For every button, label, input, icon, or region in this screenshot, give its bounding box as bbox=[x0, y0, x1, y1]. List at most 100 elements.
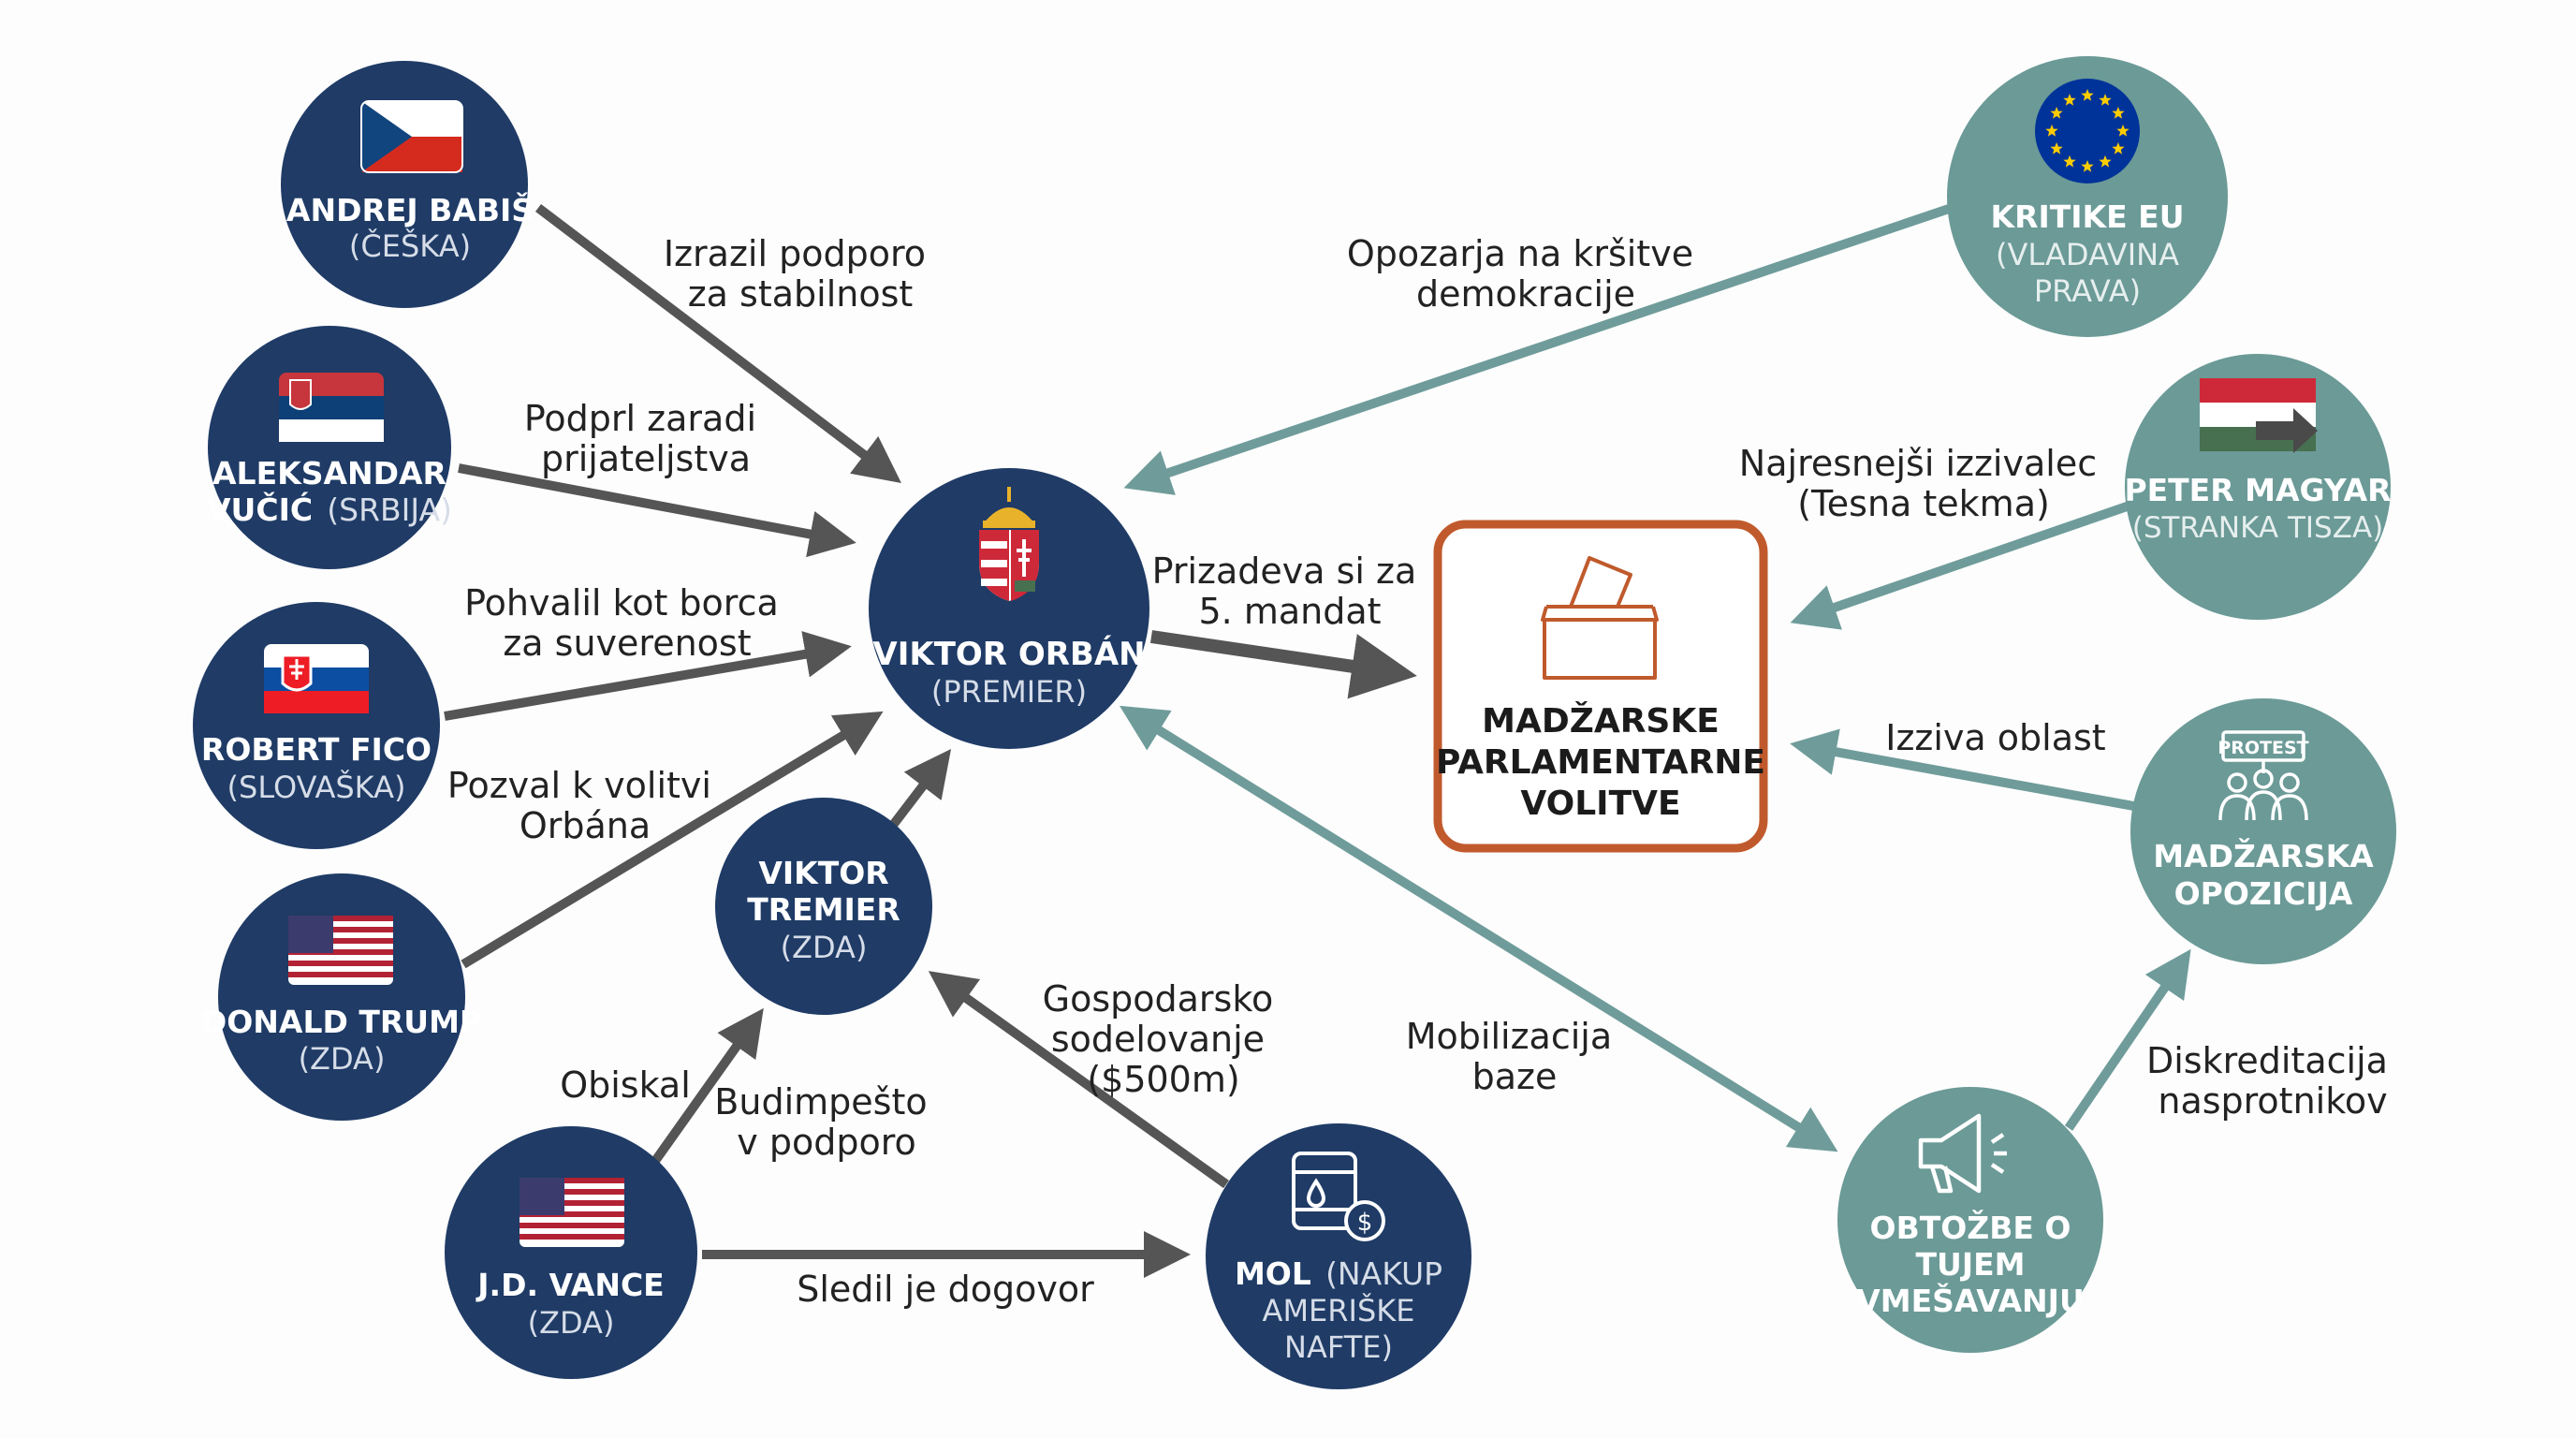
arrow-obtozbe-opozicija bbox=[2064, 948, 2191, 1131]
arrow-trump-orban bbox=[461, 711, 884, 969]
node-babis-name: ANDREJ BABIŠ bbox=[286, 191, 534, 228]
eu-star-icon bbox=[2081, 89, 2094, 101]
node-vance-name: J.D. VANCE bbox=[476, 1267, 664, 1303]
arrow-fico-orban bbox=[444, 631, 852, 721]
arrow-tremier-orban bbox=[890, 749, 952, 828]
ballot-box-icon bbox=[1541, 556, 1659, 680]
arrow-opozicija-volitve bbox=[1790, 728, 2140, 812]
node-vucic-name2: VUČIĆ bbox=[207, 491, 313, 528]
eu-star-icon bbox=[2099, 94, 2112, 106]
node-vucic[interactable]: ALEKSANDAR VUČIĆ (SRBIJA) bbox=[207, 326, 452, 569]
node-obtozbe[interactable]: OBTOŽBE O TUJEM VMEŠAVANJU bbox=[1837, 1087, 2103, 1353]
node-opozicija-name: MADŽARSKA bbox=[2153, 837, 2374, 874]
edge-label-eu-orban: Opozarja na kršitve demokracije bbox=[1347, 233, 1705, 315]
node-obtozbe-name2: TUJEM bbox=[1916, 1246, 2026, 1283]
node-orban-name: VIKTOR ORBÁN bbox=[872, 635, 1145, 673]
edge-label-vance-tremier-b: Budimpešto v podporo bbox=[714, 1081, 938, 1163]
node-volitve-line1: MADŽARSKE bbox=[1482, 701, 1720, 741]
node-vance[interactable]: J.D. VANCE (ZDA) bbox=[445, 1126, 697, 1379]
node-mol-sub: AMERIŠKE bbox=[1263, 1292, 1415, 1328]
node-obtozbe-name3: VMEŠAVANJU bbox=[1856, 1282, 2085, 1319]
node-fico-name: ROBERT FICO bbox=[201, 731, 432, 768]
node-eu-sub2: PRAVA) bbox=[2034, 273, 2141, 309]
node-eu[interactable]: KRITIKE EU (VLADAVINA PRAVA) bbox=[1947, 56, 2228, 337]
arrow-orban-obtozbe bbox=[1120, 705, 1838, 1152]
node-volitve-line3: VOLITVE bbox=[1520, 785, 1680, 823]
eu-star-icon bbox=[2116, 125, 2130, 137]
svg-text:VUČIĆ (SRBIJA): VUČIĆ (SRBIJA) bbox=[207, 491, 452, 528]
node-obtozbe-name: OBTOŽBE O bbox=[1870, 1209, 2071, 1246]
node-tremier[interactable]: VIKTOR TREMIER (ZDA) bbox=[715, 798, 932, 1015]
node-tremier-sub: (ZDA) bbox=[781, 930, 868, 965]
node-opozicija[interactable]: PROTEST MADŽARSKA OPOZICIJA bbox=[2130, 698, 2396, 964]
eu-star-icon bbox=[2045, 125, 2058, 137]
edge-label-orban-obtozbe: Mobilizacija baze bbox=[1406, 1016, 1623, 1097]
edge-label-vucic-orban: Podprl zaradi prijateljstva bbox=[524, 398, 768, 479]
node-mol-name-suffix: (NAKUP bbox=[1325, 1255, 1442, 1292]
serbian-flag-icon bbox=[279, 373, 384, 442]
arrow-magyar-volitve bbox=[1790, 501, 2131, 630]
node-trump[interactable]: DONALD TRUMP (ZDA) bbox=[201, 873, 482, 1121]
node-fico-sub: (SLOVAŠKA) bbox=[227, 769, 406, 805]
us-flag-icon bbox=[520, 1178, 624, 1247]
hungarian-flag-arrow-icon bbox=[2200, 378, 2318, 453]
czech-flag-icon bbox=[360, 100, 463, 173]
node-vucic-sub: (SRBIJA) bbox=[327, 492, 452, 528]
node-trump-sub: (ZDA) bbox=[299, 1041, 386, 1077]
eu-star-icon bbox=[2112, 107, 2125, 119]
svg-text:$: $ bbox=[1357, 1209, 1373, 1237]
eu-star-icon bbox=[2081, 160, 2094, 172]
edge-label-vance-tremier-a: Obiskal bbox=[560, 1064, 691, 1106]
node-mol-sub2: NAFTE) bbox=[1284, 1329, 1393, 1365]
edge-label-magyar-volitve: Najresnejši izzivalec (Tesna tekma) bbox=[1739, 443, 2108, 524]
node-babis-sub: (ČEŠKA) bbox=[349, 227, 471, 264]
node-vucic-name: ALEKSANDAR bbox=[212, 455, 446, 492]
node-eu-name: KRITIKE EU bbox=[1991, 198, 2185, 235]
node-magyar-name: PETER MAGYAR bbox=[2124, 472, 2391, 508]
edge-label-opozicija-volitve: Izziva oblast bbox=[1885, 717, 2105, 758]
node-tremier-name2: TREMIER bbox=[747, 891, 900, 928]
arrow-orban-volitve bbox=[1149, 630, 1417, 699]
edge-label-babis-orban: Izrazil podporo za stabilnost bbox=[664, 233, 937, 315]
node-mol[interactable]: $ MOL (NAKUP AMERIŠKE NAFTE) bbox=[1206, 1123, 1471, 1389]
megaphone-icon bbox=[1918, 1113, 2007, 1194]
arrow-babis-orban bbox=[534, 204, 901, 484]
eu-flag-icon bbox=[2035, 79, 2140, 183]
arrow-eu-orban bbox=[1123, 203, 1954, 495]
node-volitve-line2: PARLAMENTARNE bbox=[1436, 743, 1765, 782]
edge-label-mol-tremier: Gospodarsko sodelovanje ($500m) bbox=[1043, 978, 1285, 1100]
node-opozicija-name2: OPOZICIJA bbox=[2174, 875, 2353, 912]
node-babis[interactable]: ANDREJ BABIŠ (ČEŠKA) bbox=[281, 61, 534, 308]
node-vance-sub: (ZDA) bbox=[528, 1305, 615, 1341]
eu-star-icon bbox=[2050, 107, 2063, 119]
node-orban-sub: (PREMIER) bbox=[931, 674, 1087, 710]
edge-label-vance-mol: Sledil je dogovor bbox=[797, 1269, 1094, 1310]
eu-star-icon bbox=[2112, 142, 2125, 154]
slovak-flag-icon bbox=[264, 644, 369, 713]
eu-star-icon bbox=[2050, 142, 2063, 154]
node-magyar[interactable]: PETER MAGYAR (STRANKA TISZA) bbox=[2124, 354, 2392, 620]
edge-label-obtozbe-opozicija: Diskreditacija nasprotnikov bbox=[2146, 1040, 2399, 1122]
node-volitve[interactable]: MADŽARSKE PARLAMENTARNE VOLITVE bbox=[1433, 520, 1768, 853]
oil-barrel-icon: $ bbox=[1292, 1152, 1385, 1241]
node-mol-name: MOL bbox=[1235, 1255, 1311, 1292]
eu-star-icon bbox=[2063, 154, 2076, 168]
node-tremier-name: VIKTOR bbox=[758, 855, 888, 891]
hungarian-coat-of-arms-icon bbox=[979, 487, 1039, 601]
svg-text:MOL (NAKUP: MOL (NAKUP bbox=[1235, 1255, 1442, 1292]
node-eu-sub: (VLADAVINA bbox=[1996, 237, 2179, 272]
node-orban[interactable]: VIKTOR ORBÁN (PREMIER) bbox=[869, 468, 1149, 749]
protest-sign-text: PROTEST bbox=[2217, 738, 2308, 758]
node-magyar-sub: (STRANKA TISZA) bbox=[2132, 511, 2384, 545]
eu-star-icon bbox=[2099, 154, 2112, 168]
us-flag-icon bbox=[288, 916, 393, 985]
eu-star-icon bbox=[2063, 94, 2076, 106]
node-fico[interactable]: ROBERT FICO (SLOVAŠKA) bbox=[193, 602, 440, 849]
edge-label-trump-orban: Pozval k volitvi Orbána bbox=[447, 765, 723, 846]
edge-label-fico-orban: Pohvalil kot borca za suverenost bbox=[464, 582, 790, 664]
arrow-vance-tremier bbox=[651, 1007, 764, 1164]
arrows bbox=[444, 203, 2191, 1278]
edge-label-orban-volitve: Prizadeva si za 5. mandat bbox=[1152, 550, 1428, 632]
node-trump-name: DONALD TRUMP bbox=[201, 1004, 482, 1040]
